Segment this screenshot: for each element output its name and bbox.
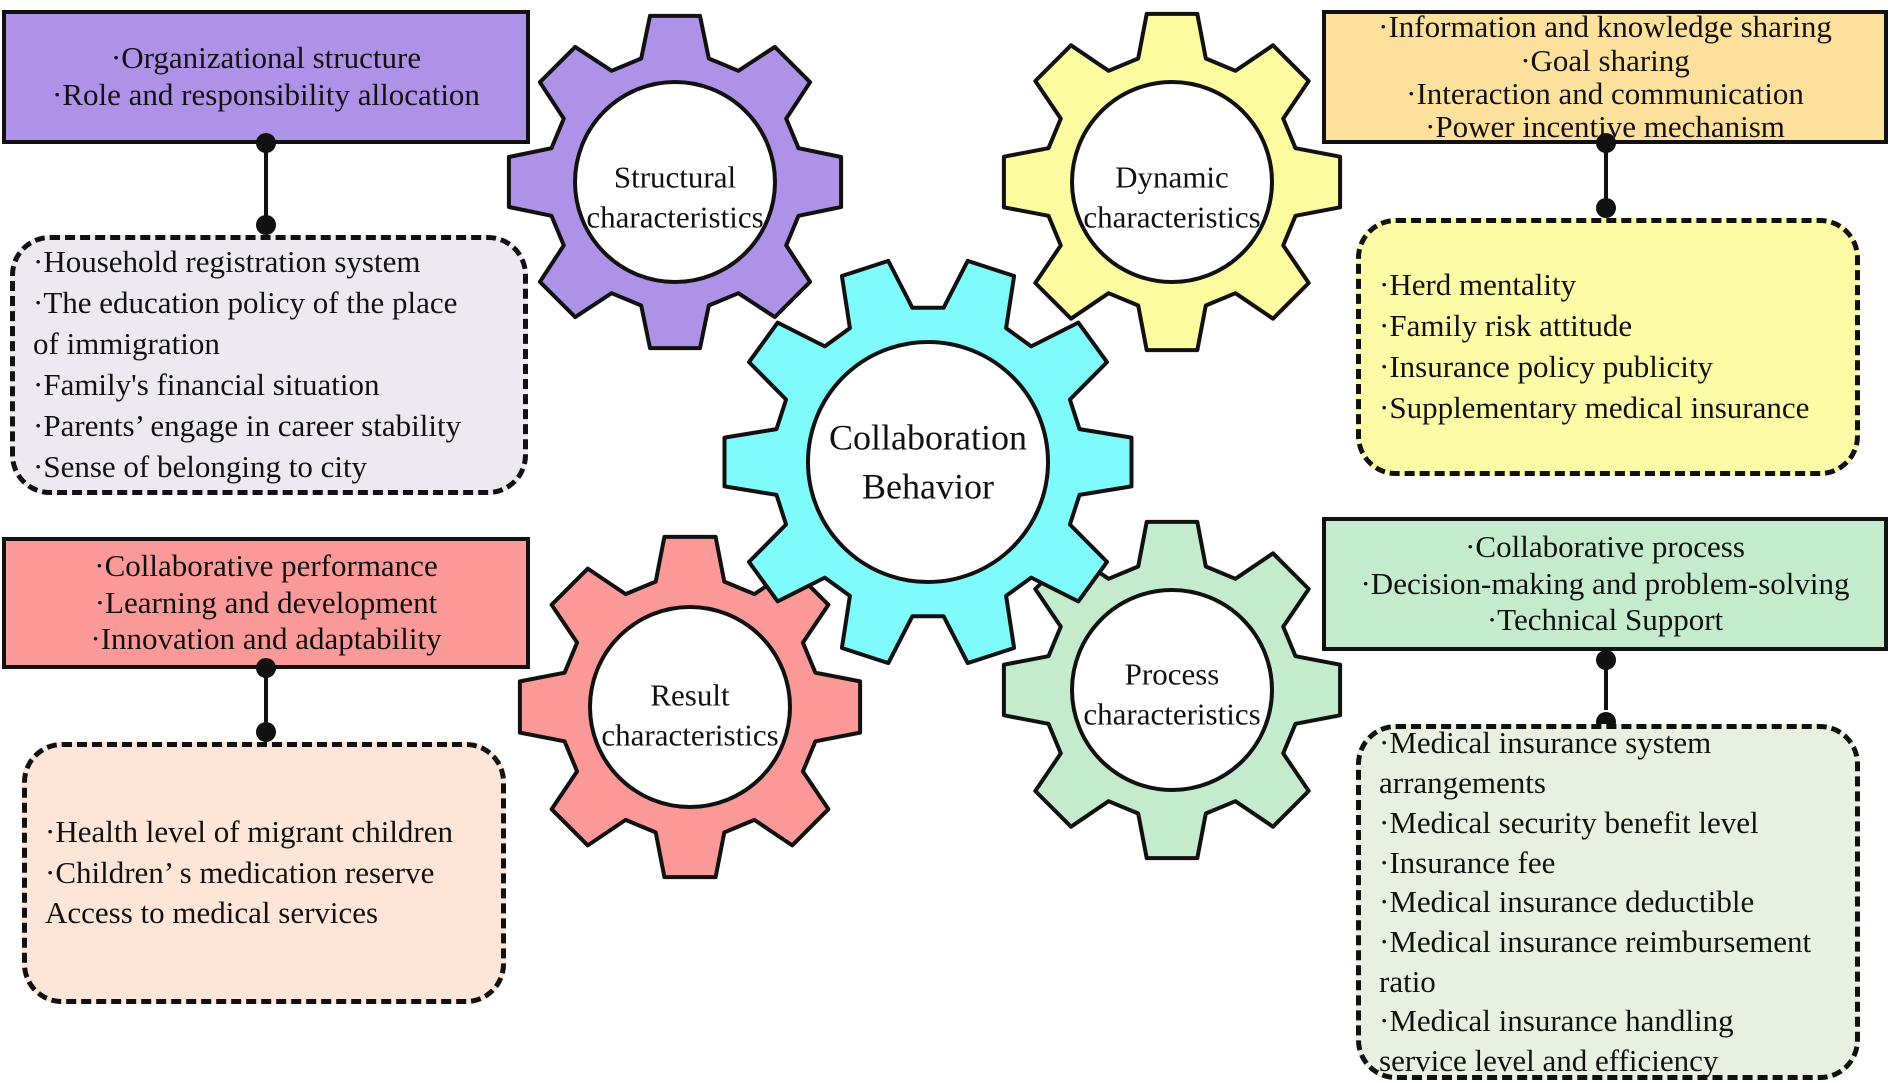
gear-dynamic-hub — [1070, 80, 1274, 284]
process-box-line: ·Decision-making and problem-solving — [1360, 565, 1850, 601]
result-box-line: ·Collaborative performance — [94, 548, 438, 584]
result-connector-dot-top — [256, 658, 276, 678]
gear-center — [722, 258, 1134, 666]
gear-result — [517, 534, 863, 880]
structural-box-line: ·Role and responsibility allocation — [52, 77, 480, 112]
result-factors-blob: ·Health level of migrant children ·Child… — [22, 742, 506, 1004]
gear-label-structural-line1: Structural — [613, 159, 737, 195]
result-connector-dot-bottom — [256, 722, 276, 742]
dynamic-connector-dot-bottom — [1596, 198, 1616, 218]
gear-label-process: Process characteristics — [1083, 655, 1260, 736]
structural-factor: of immigration — [33, 326, 220, 362]
gear-structural — [506, 13, 844, 351]
structural-factor: ·Family's financial situation — [33, 367, 380, 402]
process-factors-blob: ·Medical insurance system arrangements ·… — [1356, 724, 1860, 1080]
dynamic-box: ·Information and knowledge sharing ·Goal… — [1322, 10, 1888, 144]
dynamic-connector-dot-top — [1596, 133, 1616, 153]
process-box-line: ·Collaborative process — [1465, 529, 1745, 565]
process-factor: ·Medical insurance handling — [1379, 1003, 1734, 1039]
process-factor: ratio — [1379, 963, 1436, 999]
dynamic-factor: ·Insurance policy publicity — [1379, 349, 1714, 384]
process-box: ·Collaborative process ·Decision-making … — [1322, 517, 1888, 651]
gear-label-structural: Structural characteristics — [586, 158, 763, 239]
process-factor: ·Medical insurance system — [1379, 725, 1712, 761]
dynamic-factor: ·Family risk attitude — [1379, 308, 1633, 344]
result-factor: ·Health level of migrant children — [45, 813, 454, 849]
dynamic-connector — [1604, 143, 1608, 208]
gear-label-center: Collaboration Behavior — [829, 413, 1027, 510]
structural-box-line: ·Organizational structure — [110, 40, 422, 76]
dynamic-box-line: ·Interaction and communication — [1406, 76, 1804, 111]
gear-label-result: Result characteristics — [601, 676, 778, 757]
process-factor: ·Medical insurance reimbursement — [1379, 923, 1812, 959]
dynamic-factors-blob: ·Herd mentality ·Family risk attitude ·I… — [1356, 218, 1860, 476]
gear-label-center-line2: Behavior — [862, 466, 994, 506]
gear-label-structural-line2: characteristics — [586, 200, 764, 235]
process-connector-dot-top — [1596, 650, 1616, 670]
process-factor: service level and efficiency — [1379, 1042, 1719, 1078]
process-factor: ·Medical security benefit level — [1379, 804, 1759, 840]
structural-box: ·Organizational structure ·Role and resp… — [2, 10, 530, 144]
gear-process — [1001, 519, 1343, 861]
gear-result-hub — [588, 605, 792, 809]
structural-factors-blob: ·Household registration system ·The educ… — [10, 235, 528, 495]
result-box: ·Collaborative performance ·Learning and… — [2, 537, 530, 669]
gear-dynamic — [1001, 11, 1343, 353]
dynamic-box-line: ·Information and knowledge sharing — [1378, 9, 1832, 45]
gear-label-dynamic-line2: characteristics — [1083, 200, 1261, 235]
gear-label-result-line2: characteristics — [601, 718, 779, 753]
result-connector — [264, 668, 268, 732]
process-factor: ·Insurance fee — [1379, 844, 1556, 880]
gear-process-hub — [1070, 588, 1274, 792]
dynamic-box-line: ·Goal sharing — [1520, 42, 1690, 78]
gear-label-dynamic: Dynamic characteristics — [1083, 158, 1260, 239]
result-box-line: ·Innovation and adaptability — [90, 621, 442, 657]
structural-factor: ·Household registration system — [33, 244, 421, 280]
dynamic-factor: ·Herd mentality — [1379, 267, 1577, 303]
gear-structural-hub — [573, 80, 777, 284]
gear-center-hub — [806, 340, 1050, 584]
gear-label-dynamic-line1: Dynamic — [1115, 159, 1229, 195]
result-box-line: ·Learning and development — [94, 584, 438, 620]
result-factor: ·Children’ s medication reserve — [45, 854, 435, 890]
structural-connector — [264, 143, 268, 225]
process-box-line: ·Technical Support — [1486, 602, 1724, 638]
structural-factor: ·The education policy of the place — [33, 285, 458, 321]
process-connector — [1604, 650, 1608, 710]
gear-label-process-line2: characteristics — [1083, 697, 1261, 732]
process-factor: arrangements — [1379, 765, 1546, 801]
gear-label-process-line1: Process — [1124, 656, 1220, 692]
structural-factor: ·Parents’ engage in career stability — [33, 407, 462, 443]
dynamic-factor: ·Supplementary medical insurance — [1379, 389, 1810, 425]
process-factor: ·Medical insurance deductible — [1379, 884, 1755, 920]
result-factor: Access to medical services — [45, 895, 379, 931]
structural-factor: ·Sense of belonging to city — [33, 448, 368, 484]
gear-label-center-line1: Collaboration — [829, 417, 1027, 458]
structural-connector-dot-bottom — [256, 215, 276, 235]
structural-connector-dot-top — [256, 133, 276, 153]
gear-label-result-line1: Result — [650, 677, 730, 713]
